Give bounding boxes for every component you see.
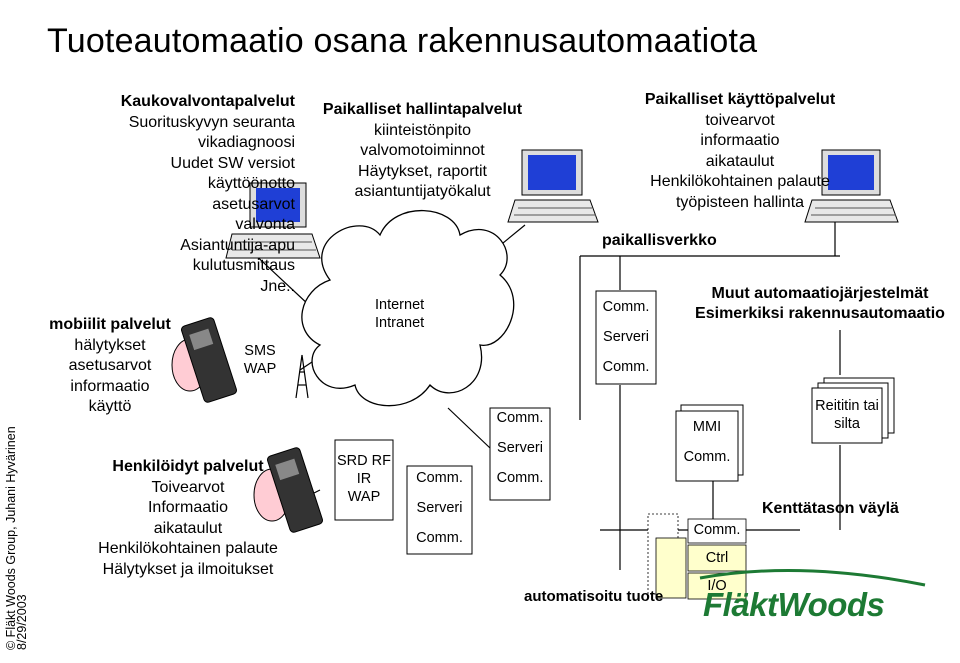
router-line2: silta	[834, 416, 860, 432]
server-box-center	[489, 407, 551, 501]
page-title: Tuoteautomaatio osana rakennusautomaatio…	[47, 22, 758, 60]
product-io-label: I/O	[707, 578, 727, 594]
sms-wap-label: SMS WAP	[240, 342, 280, 378]
antenna-mast-icon	[295, 354, 309, 399]
personal-services-block: Henkilöidyt palvelut Toivearvot Informaa…	[88, 457, 288, 580]
server-right-stack: Comm. Serveri Comm.	[596, 292, 656, 382]
local-use-item: työpisteen hallinta	[675, 193, 805, 211]
ir-text: IR	[356, 471, 372, 487]
sms-text: SMS	[244, 343, 276, 359]
computer-admin-icon	[507, 149, 599, 223]
server-label: Serveri	[416, 500, 463, 516]
remote-item: käyttöönotto	[207, 175, 295, 192]
comm-label: Comm.	[496, 410, 544, 426]
router-label: Reititin tai silta	[812, 397, 882, 433]
product-io-box	[687, 572, 747, 600]
server-left-stack: Comm. Serveri Comm.	[407, 463, 472, 553]
product-comm-label: Comm.	[693, 522, 741, 538]
other-systems-line1: Muut automaatiojärjestelmät	[711, 285, 929, 302]
other-systems-block: Muut automaatiojärjestelmät Esimerkiksi …	[680, 284, 960, 324]
comm-label: Comm.	[496, 470, 544, 486]
internet-text: Internet	[375, 297, 425, 313]
wireless-box	[334, 439, 394, 521]
router-line1: Reititin tai	[815, 398, 879, 414]
computer-remote-icon	[225, 182, 321, 259]
comm-label: Comm.	[602, 359, 650, 375]
local-admin-item: asiantuntijatyökalut	[354, 183, 491, 200]
mobile-services-block: mobiilit palvelut hälytykset asetusarvot…	[40, 315, 180, 418]
personal-item: Toivearvot	[151, 478, 225, 496]
mobile-item: informaatio	[70, 377, 150, 395]
cloud-shape	[301, 209, 515, 407]
local-admin-block: Paikalliset hallintapalvelut kiinteistön…	[310, 100, 535, 203]
local-use-item: aikataulut	[705, 152, 775, 170]
comm-label: Comm.	[683, 449, 731, 465]
remote-item: vikadiagnoosi	[198, 134, 295, 151]
local-use-item: informaatio	[700, 132, 780, 149]
server-label: Serveri	[497, 440, 543, 456]
local-admin-item: kiinteistönpito	[374, 121, 471, 139]
intranet-text: Intranet	[375, 315, 425, 331]
local-network-label: paikallisverkko	[602, 232, 717, 249]
local-use-item: Henkilökohtainen palaute	[650, 173, 830, 190]
local-use-item: toivearvot	[705, 111, 775, 129]
server-center-stack: Comm. Serveri Comm.	[490, 403, 550, 493]
remote-item: Suorituskyvyn seuranta	[128, 113, 295, 131]
mobile-phone-personal-icon	[253, 447, 323, 533]
link-cloud-server	[447, 407, 491, 449]
logo-swoosh	[699, 568, 926, 587]
personal-item: aikataulut	[153, 519, 223, 537]
remote-item: Jne..	[260, 277, 295, 295]
remote-services-header: Kaukovalvontapalvelut	[120, 93, 295, 110]
personal-item: Informaatio	[147, 499, 229, 516]
product-automation-label: automatisoitu tuote	[524, 588, 664, 605]
product-comm-box	[687, 518, 747, 544]
mobile-item: käyttö	[88, 398, 132, 415]
cloud-label: Internet Intranet	[375, 296, 424, 332]
comm-label: Comm.	[602, 299, 650, 315]
mobile-phone-icon	[171, 317, 237, 403]
product-ctrl-label: Ctrl	[705, 550, 729, 566]
product-ctrl-box	[687, 544, 747, 572]
personal-item: Henkilökohtainen palaute	[98, 540, 278, 557]
remote-item: asetusarvot	[212, 195, 295, 213]
fieldbus-label: Kenttätason väylä	[762, 500, 899, 517]
mmi-label: MMI	[692, 419, 722, 435]
mmi-box	[675, 410, 739, 482]
mmi-stack: MMI Comm.	[676, 412, 738, 472]
flaktwoods-logo: FläktWoods	[703, 586, 885, 623]
personal-services-header: Henkilöidyt palvelut	[112, 458, 264, 475]
router-box	[811, 387, 883, 444]
remote-item: valvonta	[235, 216, 295, 233]
srd-rf-text: SRD RF	[337, 453, 391, 469]
local-use-block: Paikalliset käyttöpalvelut toivearvot in…	[625, 90, 855, 213]
mobile-services-header: mobiilit palvelut	[49, 316, 171, 333]
remote-item: Uudet SW versiot	[170, 154, 295, 172]
local-use-header: Paikalliset käyttöpalvelut	[644, 91, 836, 108]
server-box-left	[406, 465, 473, 555]
remote-services-block: Kaukovalvontapalvelut Suorituskyvyn seur…	[95, 92, 295, 297]
remote-item: Asiantuntija-apu	[180, 236, 295, 254]
product-yellow-box	[655, 537, 687, 599]
personal-item: Hälytykset ja ilmoitukset	[102, 560, 274, 578]
local-admin-item: Häytykset, raportit	[358, 162, 487, 180]
local-admin-item: valvomotoiminnot	[360, 142, 485, 159]
wap-text: WAP	[347, 489, 381, 505]
server-label: Serveri	[603, 329, 649, 345]
comm-label: Comm.	[416, 530, 463, 546]
mobile-item: hälytykset	[74, 336, 146, 354]
wireless-label: SRD RF IR WAP	[335, 452, 393, 506]
mobile-item: asetusarvot	[68, 357, 152, 374]
local-admin-header: Paikalliset hallintapalvelut	[322, 101, 523, 118]
wap-text: WAP	[243, 361, 277, 377]
server-box-right	[595, 290, 657, 385]
comm-label: Comm.	[416, 470, 463, 486]
computer-local-icon	[804, 149, 899, 223]
remote-item: kulutusmittaus	[192, 257, 295, 274]
other-systems-line2: Esimerkiksi rakennusautomaatio	[695, 305, 945, 322]
